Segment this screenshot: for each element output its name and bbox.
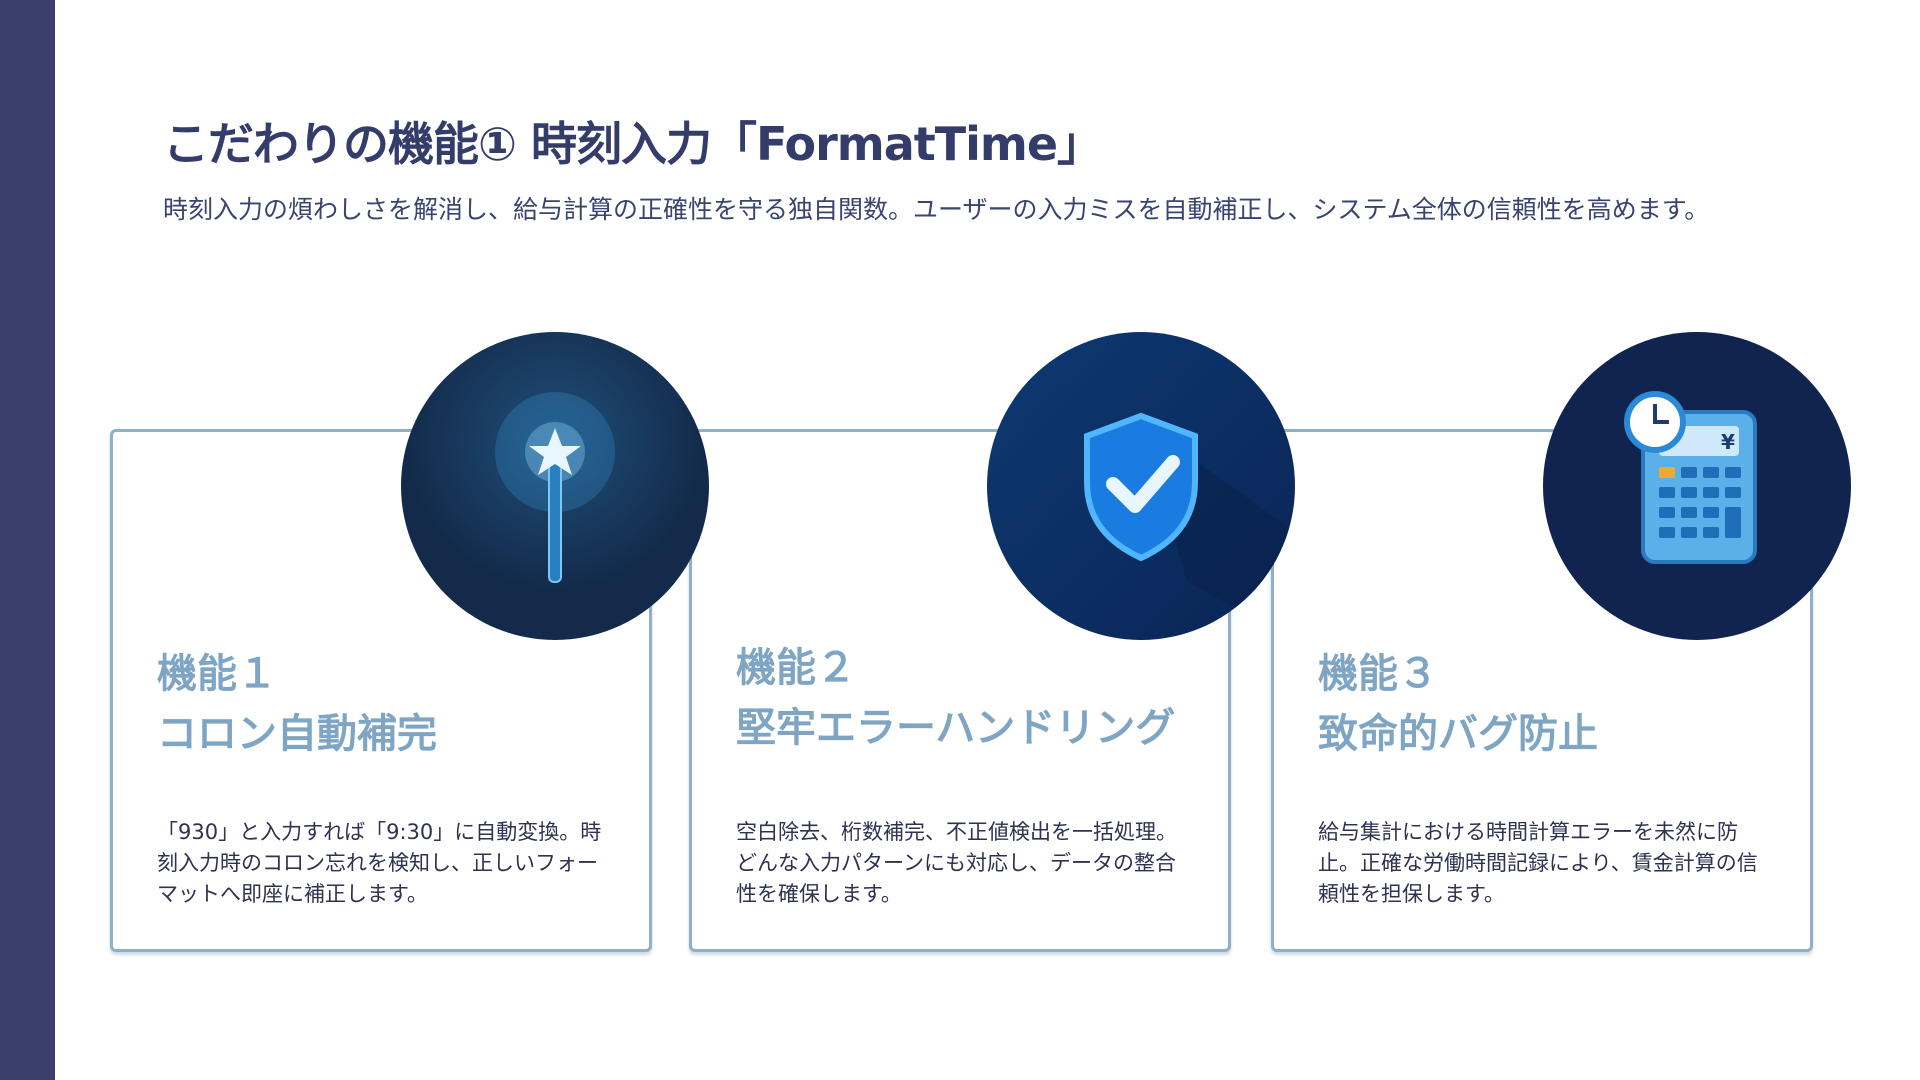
feature-title: 堅牢エラーハンドリング (736, 705, 1176, 751)
feature-description: 空白除去、桁数補完、不正値検出を一括処理。どんな入力パターンにも対応し、データの… (736, 820, 1177, 906)
page-title: こだわりの機能① 時刻入力「FormatTime」 (163, 117, 1103, 171)
calculator-clock-icon: ¥ (1543, 332, 1851, 640)
feature-description: 「930」と入力すれば「9:30」に自動変換。時刻入力時のコロン忘れを検知し、正… (157, 820, 602, 906)
feature-label: 機能２ (736, 645, 856, 691)
page-subtitle: 時刻入力の煩わしさを解消し、給与計算の正確性を守る独自関数。ユーザーの入力ミスを… (163, 195, 1710, 224)
shield-check-icon (987, 332, 1295, 640)
currency-symbol: ¥ (1721, 430, 1735, 454)
feature-title: コロン自動補完 (157, 711, 437, 757)
feature-heading: 機能２ 堅牢エラーハンドリング (736, 638, 1175, 758)
magic-wand-icon (401, 332, 709, 640)
feature-description: 給与集計における時間計算エラーを未然に防止。正確な労働時間記録により、賃金計算の… (1318, 820, 1758, 906)
feature-heading: 機能３ 致命的バグ防止 (1318, 644, 1598, 764)
sidebar-accent-bar (0, 0, 55, 1080)
feature-title: 致命的バグ防止 (1318, 711, 1598, 757)
feature-label: 機能１ (157, 651, 277, 697)
feature-label: 機能３ (1318, 651, 1438, 697)
feature-heading: 機能１ コロン自動補完 (157, 644, 437, 764)
